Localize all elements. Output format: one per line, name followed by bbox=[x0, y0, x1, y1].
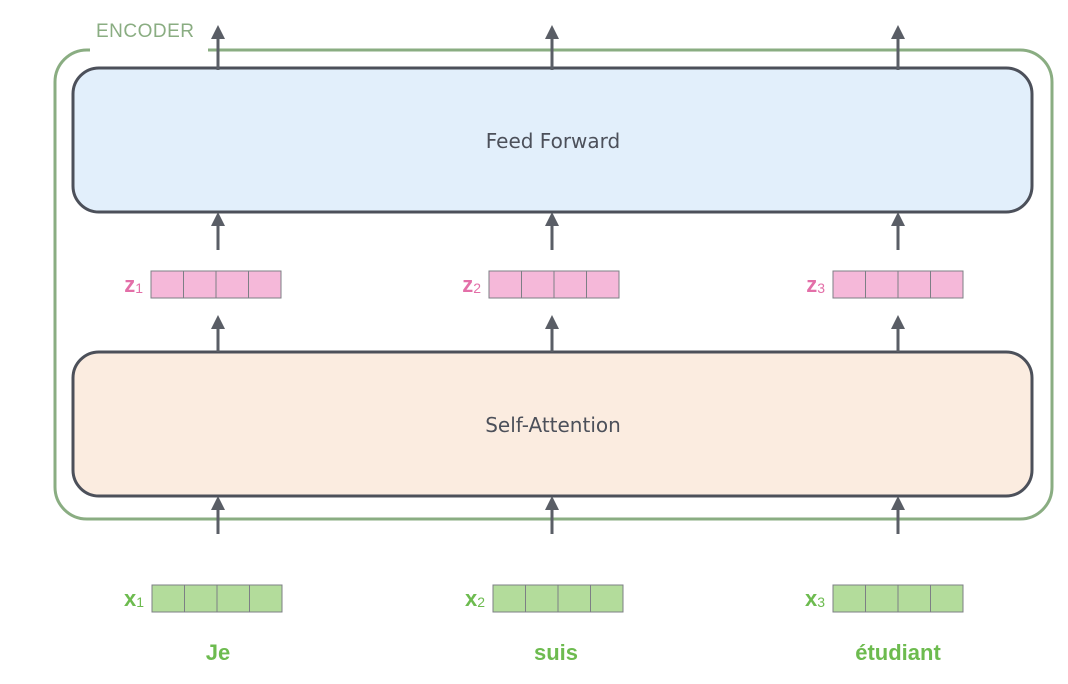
arrow-head-icon bbox=[545, 496, 559, 510]
z-label-2: z2 bbox=[462, 272, 481, 297]
z-vector-2-cell-1 bbox=[488, 270, 522, 299]
z-label-3: z3 bbox=[806, 272, 825, 297]
x-vector-2-cell-2 bbox=[525, 584, 559, 613]
x-vector-2-cell-3 bbox=[557, 584, 591, 613]
x-label-3: x3 bbox=[805, 586, 825, 611]
arrow-head-icon bbox=[211, 25, 225, 39]
arrow-head-icon bbox=[891, 496, 905, 510]
x-letter: x bbox=[805, 586, 818, 611]
z-vector-1-cell-4 bbox=[248, 270, 282, 299]
x-vector-1-cell-3 bbox=[216, 584, 250, 613]
x-subscript: 3 bbox=[817, 594, 825, 610]
x-vector-3-cell-1 bbox=[832, 584, 866, 613]
z-vector-1-cell-2 bbox=[183, 270, 217, 299]
arrow-head-icon bbox=[211, 212, 225, 226]
word-label-3: étudiant bbox=[855, 640, 941, 665]
x-vector-3-cell-2 bbox=[865, 584, 899, 613]
x-vector-3-cell-4 bbox=[930, 584, 964, 613]
x-vector-1-cell-1 bbox=[151, 584, 185, 613]
z-vector-1-cell-3 bbox=[215, 270, 249, 299]
z-vector-2-cell-4 bbox=[586, 270, 620, 299]
x-letter: x bbox=[465, 586, 478, 611]
z-vector-3-cell-4 bbox=[930, 270, 964, 299]
x-label-2: x2 bbox=[465, 586, 485, 611]
self-attention-label: Self-Attention bbox=[485, 413, 621, 437]
x-label-1: x1 bbox=[124, 586, 144, 611]
x-vector-3-cell-3 bbox=[897, 584, 931, 613]
arrow-head-icon bbox=[211, 496, 225, 510]
x-subscript: 1 bbox=[136, 594, 144, 610]
words-layer: Je suis étudiant bbox=[206, 640, 942, 665]
z-vector-2-cell-3 bbox=[553, 270, 587, 299]
z-letter: z bbox=[124, 272, 135, 297]
x-vector-2-cell-4 bbox=[590, 584, 624, 613]
arrow-head-icon bbox=[891, 25, 905, 39]
z-subscript: 1 bbox=[135, 280, 143, 296]
x-vector-1-cell-2 bbox=[184, 584, 218, 613]
arrow-head-icon bbox=[211, 315, 225, 329]
arrow-head-icon bbox=[891, 315, 905, 329]
word-label-1: Je bbox=[206, 640, 230, 665]
x-letter: x bbox=[124, 586, 137, 611]
arrow-head-icon bbox=[545, 25, 559, 39]
encoder-label-mask bbox=[90, 34, 208, 60]
feed-forward-label: Feed Forward bbox=[486, 129, 621, 153]
arrow-head-icon bbox=[891, 212, 905, 226]
z-vector-2-cell-2 bbox=[521, 270, 555, 299]
z-subscript: 2 bbox=[473, 280, 481, 296]
word-label-2: suis bbox=[534, 640, 578, 665]
arrow-head-icon bbox=[545, 315, 559, 329]
z-vector-3-cell-3 bbox=[897, 270, 931, 299]
x-vector-2-cell-1 bbox=[492, 584, 526, 613]
z-label-1: z1 bbox=[124, 272, 143, 297]
x-subscript: 2 bbox=[477, 594, 485, 610]
z-vector-3-cell-2 bbox=[865, 270, 899, 299]
z-vector-3-cell-1 bbox=[832, 270, 866, 299]
arrow-head-icon bbox=[545, 212, 559, 226]
z-subscript: 3 bbox=[817, 280, 825, 296]
encoder-label: ENCODER bbox=[96, 21, 195, 42]
z-letter: z bbox=[806, 272, 817, 297]
z-vector-1-cell-1 bbox=[150, 270, 184, 299]
x-vector-1-cell-4 bbox=[249, 584, 283, 613]
arrows-layer bbox=[211, 25, 905, 534]
z-letter: z bbox=[462, 272, 473, 297]
